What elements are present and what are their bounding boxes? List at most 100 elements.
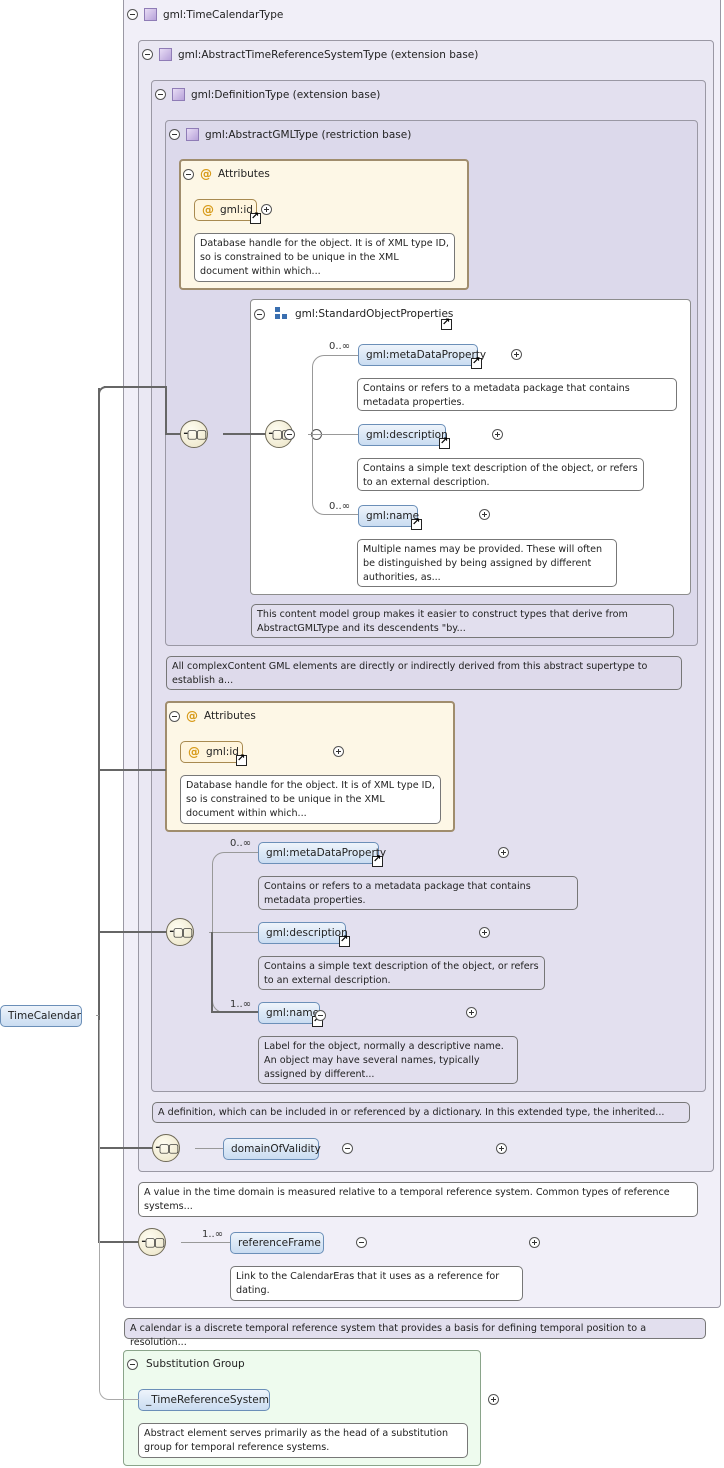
element-label: gml:id [206,746,239,758]
collapse-icon[interactable] [127,9,138,20]
reference-arrow-icon[interactable] [236,753,247,766]
time-reference-system-element[interactable]: _TimeReferenceSystem [138,1389,270,1411]
collapse-icon[interactable] [169,129,180,140]
reference-arrow-icon[interactable] [372,854,383,867]
gml-description-element[interactable]: gml:description [358,424,448,446]
box-title: gml:DefinitionType (extension base) [191,88,381,101]
time-calendar-note: A calendar is a discrete temporal refere… [124,1318,706,1348]
box-title: gml:StandardObjectProperties [295,308,454,320]
collapse-icon[interactable] [283,429,295,440]
gml-id-attribute[interactable]: @ gml:id [180,741,243,763]
gml-metadataproperty-element[interactable]: gml:metaDataProperty [358,344,486,366]
expand-icon[interactable] [492,429,504,440]
expand-icon[interactable] [479,509,491,520]
collapse-icon[interactable] [142,49,153,60]
at-sign-icon: @ [188,745,200,759]
complex-type-icon [159,48,172,61]
connector-line [99,1020,139,1400]
gml-id-note: Database handle for the object. It is of… [194,233,455,282]
time-calendar-type-header[interactable]: gml:TimeCalendarType [127,8,283,21]
sequence-icon[interactable]: ⁃▢▢ [152,1134,180,1162]
element-label: gml:name [366,510,420,522]
element-label: gml:id [220,204,253,216]
collapse-icon[interactable] [183,168,194,180]
expand-icon[interactable] [479,927,491,938]
expand-icon[interactable] [528,1237,540,1248]
connector-line [209,932,258,933]
sequence-icon[interactable]: ⁃▢▢ [265,420,293,448]
expand-icon[interactable] [488,1394,500,1405]
time-calendar-root-element[interactable]: TimeCalendar [0,1005,82,1027]
connector-line [98,1147,152,1149]
expand-icon[interactable] [466,1007,478,1018]
description-note: Contains a simple text description of th… [357,458,644,491]
group-icon [275,307,289,321]
connector-line [165,433,180,435]
element-label: _TimeReferenceSystem [146,1394,269,1406]
abstract-gml-header[interactable]: gml:AbstractGMLType (restriction base) [169,128,411,141]
definition-type-header[interactable]: gml:DefinitionType (extension base) [155,88,380,101]
cardinality: 1..∞ [202,1229,224,1240]
name-note: Label for the object, normally a descrip… [258,1036,518,1084]
sequence-icon[interactable]: ⁃▢▢ [138,1228,166,1256]
collapse-icon[interactable] [254,308,265,320]
reference-arrow-icon[interactable] [411,517,422,530]
sequence-icon[interactable]: ⁃▢▢ [180,420,208,448]
box-title: gml:AbstractGMLType (restriction base) [205,128,412,141]
reference-arrow-icon[interactable] [471,356,482,369]
at-sign-icon: @ [200,167,212,181]
reference-arrow-icon[interactable] [441,317,452,330]
gml-description-element[interactable]: gml:description [258,922,348,944]
attributes-header[interactable]: @ Attributes [169,709,256,723]
metadata-note: Contains or refers to a metadata package… [357,378,677,411]
reference-arrow-icon[interactable] [250,211,261,224]
attributes-header[interactable]: @ Attributes [183,167,270,181]
connector-line [312,355,358,515]
element-label: TimeCalendar [8,1010,81,1022]
substitution-group-header[interactable]: Substitution Group [127,1358,245,1370]
standard-object-properties-header[interactable]: gml:StandardObjectProperties [254,307,453,321]
complex-type-icon [144,8,157,21]
expand-icon[interactable] [510,349,522,360]
expand-icon[interactable] [333,746,345,757]
sequence-icon[interactable]: ⁃▢▢ [166,918,194,946]
connector-line [211,1011,258,1013]
connector-line [223,433,265,435]
at-sign-icon: @ [202,203,214,217]
expand-icon[interactable] [261,204,272,215]
cardinality: 0..∞ [329,341,351,352]
collapse-icon[interactable] [341,1143,353,1154]
element-label: gml:metaDataProperty [266,847,387,859]
reference-frame-element[interactable]: referenceFrame [230,1232,324,1254]
expand-icon[interactable] [497,847,509,858]
collapse-icon[interactable] [127,1358,138,1370]
connector-line [104,386,166,388]
at-sign-icon: @ [186,709,198,723]
domain-of-validity-element[interactable]: domainOfValidity [223,1138,321,1160]
metadata-note: Contains or refers to a metadata package… [258,876,578,910]
connector-line [312,434,358,435]
abstract-trs-header[interactable]: gml:AbstractTimeReferenceSystemType (ext… [142,48,478,61]
connector-line [98,1241,138,1243]
element-label: gml:description [366,429,448,441]
collapse-icon[interactable] [169,710,180,722]
gml-id-note: Database handle for the object. It is of… [180,775,441,824]
gml-metadataproperty-element[interactable]: gml:metaDataProperty [258,842,386,864]
gml-id-attribute[interactable]: @ gml:id [194,199,257,221]
collapse-icon[interactable] [155,89,166,100]
cardinality: 0..∞ [230,838,252,849]
definition-note: A definition, which can be included in o… [152,1102,690,1123]
connector-line [98,931,166,933]
box-title: Attributes [204,710,256,722]
element-label: domainOfValidity [231,1143,321,1155]
element-label: referenceFrame [238,1237,321,1249]
collapse-icon[interactable] [314,1010,326,1021]
collapse-icon[interactable] [356,1237,368,1248]
reference-arrow-icon[interactable] [339,934,350,947]
reference-arrow-icon[interactable] [439,436,450,449]
gml-name-element[interactable]: gml:name [258,1002,320,1024]
connector-line [165,386,167,434]
element-label: gml:metaDataProperty [366,349,487,361]
expand-icon[interactable] [496,1143,508,1154]
gml-name-element[interactable]: gml:name [358,505,420,527]
